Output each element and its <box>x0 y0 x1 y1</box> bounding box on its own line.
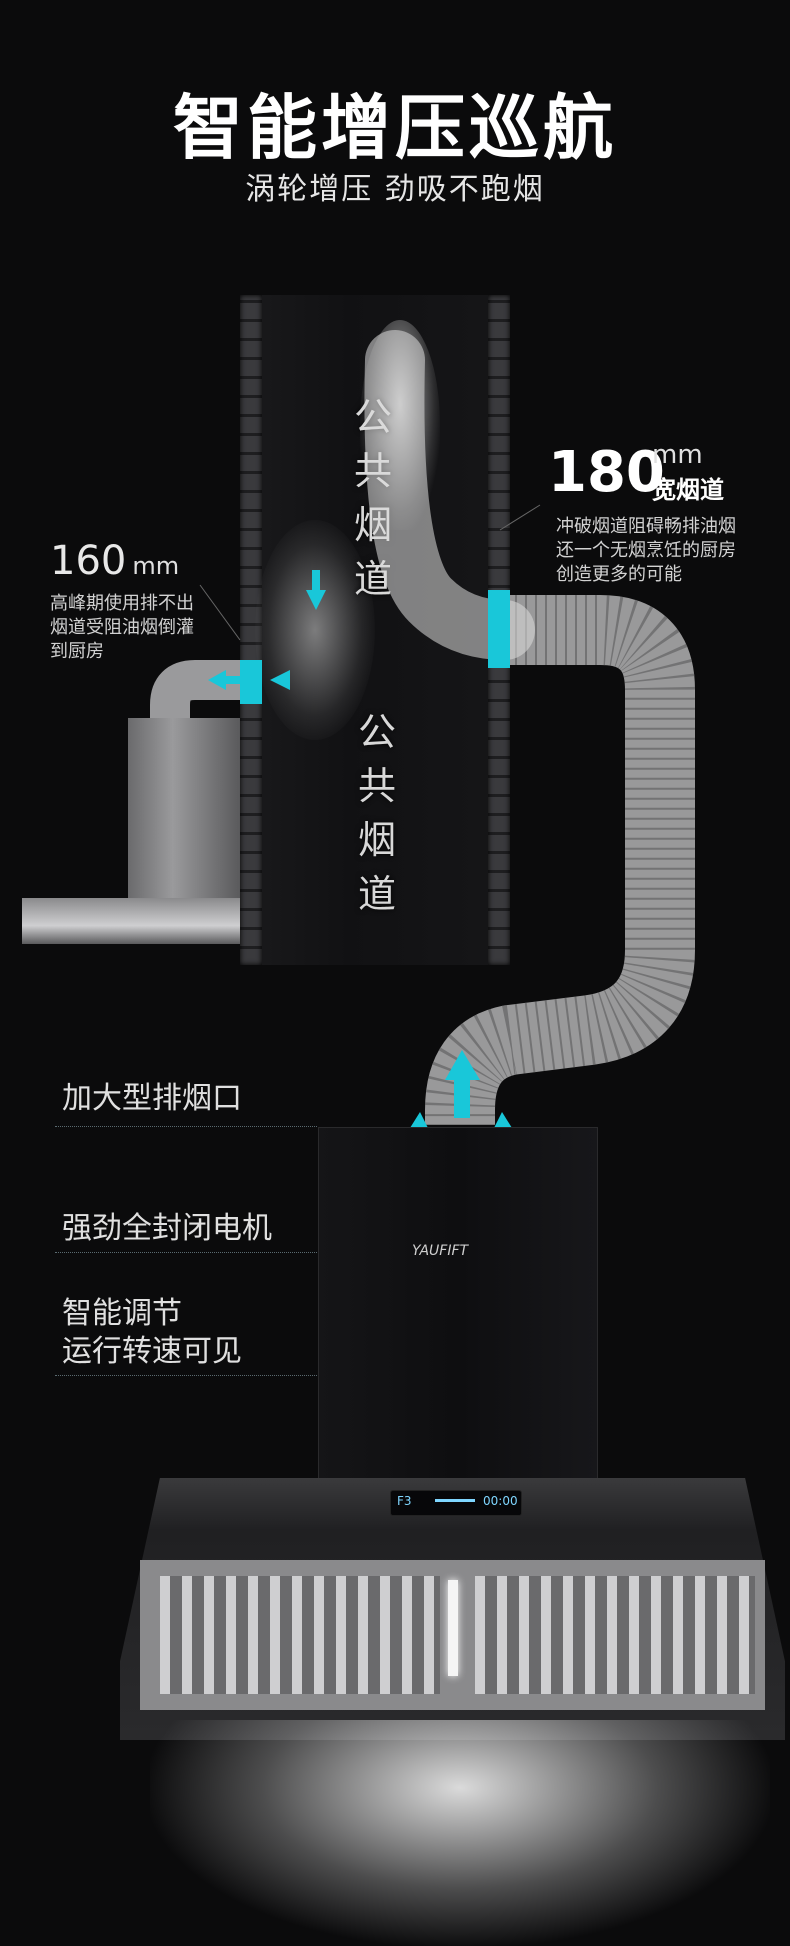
leader-line-right <box>499 504 541 531</box>
arrow-up-icon <box>445 1050 480 1080</box>
feature-motor: 强劲全封闭电机 <box>62 1211 272 1246</box>
smoke-flow-path <box>364 330 535 660</box>
leader-line-left <box>199 584 241 641</box>
small-duct-pipe <box>150 660 240 720</box>
spec-left-number: 160 <box>50 538 127 584</box>
led-light-strip <box>448 1580 458 1676</box>
duct-joint-right <box>488 590 510 668</box>
spec-right-desc: 冲破烟道阻碍畅排油烟 还一个无烟烹饪的厨房 创造更多的可能 <box>556 515 736 587</box>
shaft-label-bottom: 公 共 烟 道 <box>347 705 407 921</box>
desc-line: 高峰期使用排不出 <box>50 593 194 614</box>
display-left: F3 <box>397 1494 412 1508</box>
feature-smart-line1: 智能调节 <box>62 1296 182 1331</box>
arrow-up-icon <box>410 1112 428 1128</box>
spec-right-unit-label: 宽烟道 <box>652 476 724 504</box>
feature-divider <box>55 1126 317 1127</box>
feature-divider <box>55 1375 317 1376</box>
competitor-hood-canopy <box>22 898 240 944</box>
filter-grille-left <box>160 1576 440 1694</box>
desc-line: 冲破烟道阻碍畅排油烟 <box>556 516 736 537</box>
feature-smart-line2: 运行转速可见 <box>62 1334 242 1369</box>
arrow-left-icon <box>270 670 290 690</box>
arrow-left-icon <box>208 670 226 690</box>
shaft-char: 道 <box>357 872 396 916</box>
arrow-down-stem <box>312 570 320 592</box>
spec-left-unit: mm <box>132 552 180 580</box>
feature-outlet: 加大型排烟口 <box>62 1081 242 1116</box>
large-duct-ribs <box>425 595 695 1125</box>
spec-right: 180 <box>548 440 665 505</box>
shaft-char: 公 <box>357 710 396 754</box>
competitor-hood-body <box>128 718 240 898</box>
spec-right-unit: mm <box>652 440 703 470</box>
arrow-up-stem <box>454 1078 470 1118</box>
filter-grille-right <box>475 1576 755 1694</box>
spec-right-number: 180 <box>548 440 665 505</box>
display-right: 00:00 <box>483 1494 518 1508</box>
shaft-char: 共 <box>357 764 396 808</box>
duct-joint-left <box>240 660 262 704</box>
brick-wall-left <box>240 295 262 965</box>
cooking-steam <box>150 1720 770 1946</box>
brand-logo: YAUFIFT <box>412 1243 469 1259</box>
page-title: 智能增压巡航 <box>173 87 617 169</box>
shaft-char: 烟 <box>357 818 396 862</box>
spec-left-desc: 高峰期使用排不出 烟道受阻油烟倒灌 到厨房 <box>50 592 194 664</box>
arrow-up-icon <box>494 1112 512 1128</box>
feature-divider <box>55 1252 317 1253</box>
speed-indicator <box>435 1499 475 1502</box>
control-panel[interactable]: F3 00:00 <box>390 1490 522 1516</box>
arrow-down-icon <box>306 590 326 610</box>
smoke-backflow <box>255 520 375 740</box>
desc-line: 烟道受阻油烟倒灌 <box>50 617 194 638</box>
arrow-left-stem <box>224 676 244 684</box>
desc-line: 到厨房 <box>50 641 104 662</box>
range-hood-body <box>318 1127 598 1484</box>
desc-line: 还一个无烟烹饪的厨房 <box>556 540 736 561</box>
page-subtitle: 涡轮增压 劲吸不跑烟 <box>245 172 545 207</box>
desc-line: 创造更多的可能 <box>556 564 682 585</box>
